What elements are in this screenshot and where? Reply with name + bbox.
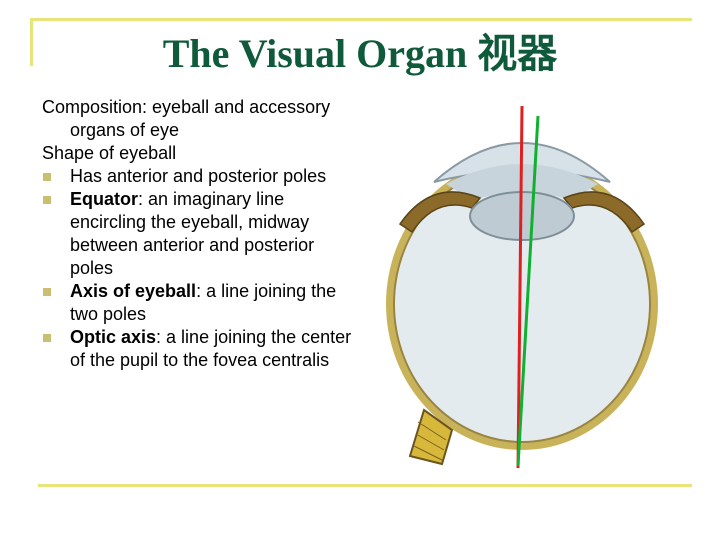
list-item: Axis of eyeball: a line joining the two … [42,280,362,326]
list-item: Equator: an imaginary line encircling th… [42,188,362,280]
bullet-text: : an imaginary line encircling the eyeba… [70,189,315,278]
square-bullet-icon [43,288,51,296]
square-bullet-icon [43,334,51,342]
slide-frame-top [30,18,692,21]
bullet-text: : a line joining the center of the pupil… [70,327,352,370]
optic-nerve-fibers [413,421,447,461]
shape-heading: Shape of eyeball [42,142,362,165]
bullet-list: Has anterior and posterior poles Equator… [42,165,362,372]
bullet-term: Axis of eyeball [70,281,197,301]
shape-heading-text: Shape of eyeball [42,143,177,163]
composition-label: Composition [42,97,143,117]
bullet-term: Equator [70,189,139,209]
eyeball-cross-section-illustration [386,105,658,469]
eyeball-axis-line [516,105,524,469]
list-item: Optic axis: a line joining the center of… [42,326,362,372]
optic-axis-line [516,115,540,467]
slide-frame-left [30,18,33,66]
list-item: Has anterior and posterior poles [42,165,362,188]
slide-content: Composition: eyeball and accessory organ… [42,96,362,372]
composition-text: : eyeball and accessory organs of eye [70,97,331,140]
bullet-term: Optic axis [70,327,157,347]
composition-paragraph: Composition: eyeball and accessory organ… [42,96,362,142]
bullet-text: Has anterior and posterior poles [70,166,327,186]
slide-title: The Visual Organ 视器 [162,31,558,76]
bullet-text: : a line joining the two poles [70,281,337,324]
square-bullet-icon [43,173,51,181]
ciliary-body-left [398,191,482,234]
slide-frame-bottom [38,484,692,487]
square-bullet-icon [43,196,51,204]
ciliary-body-right [562,191,646,234]
